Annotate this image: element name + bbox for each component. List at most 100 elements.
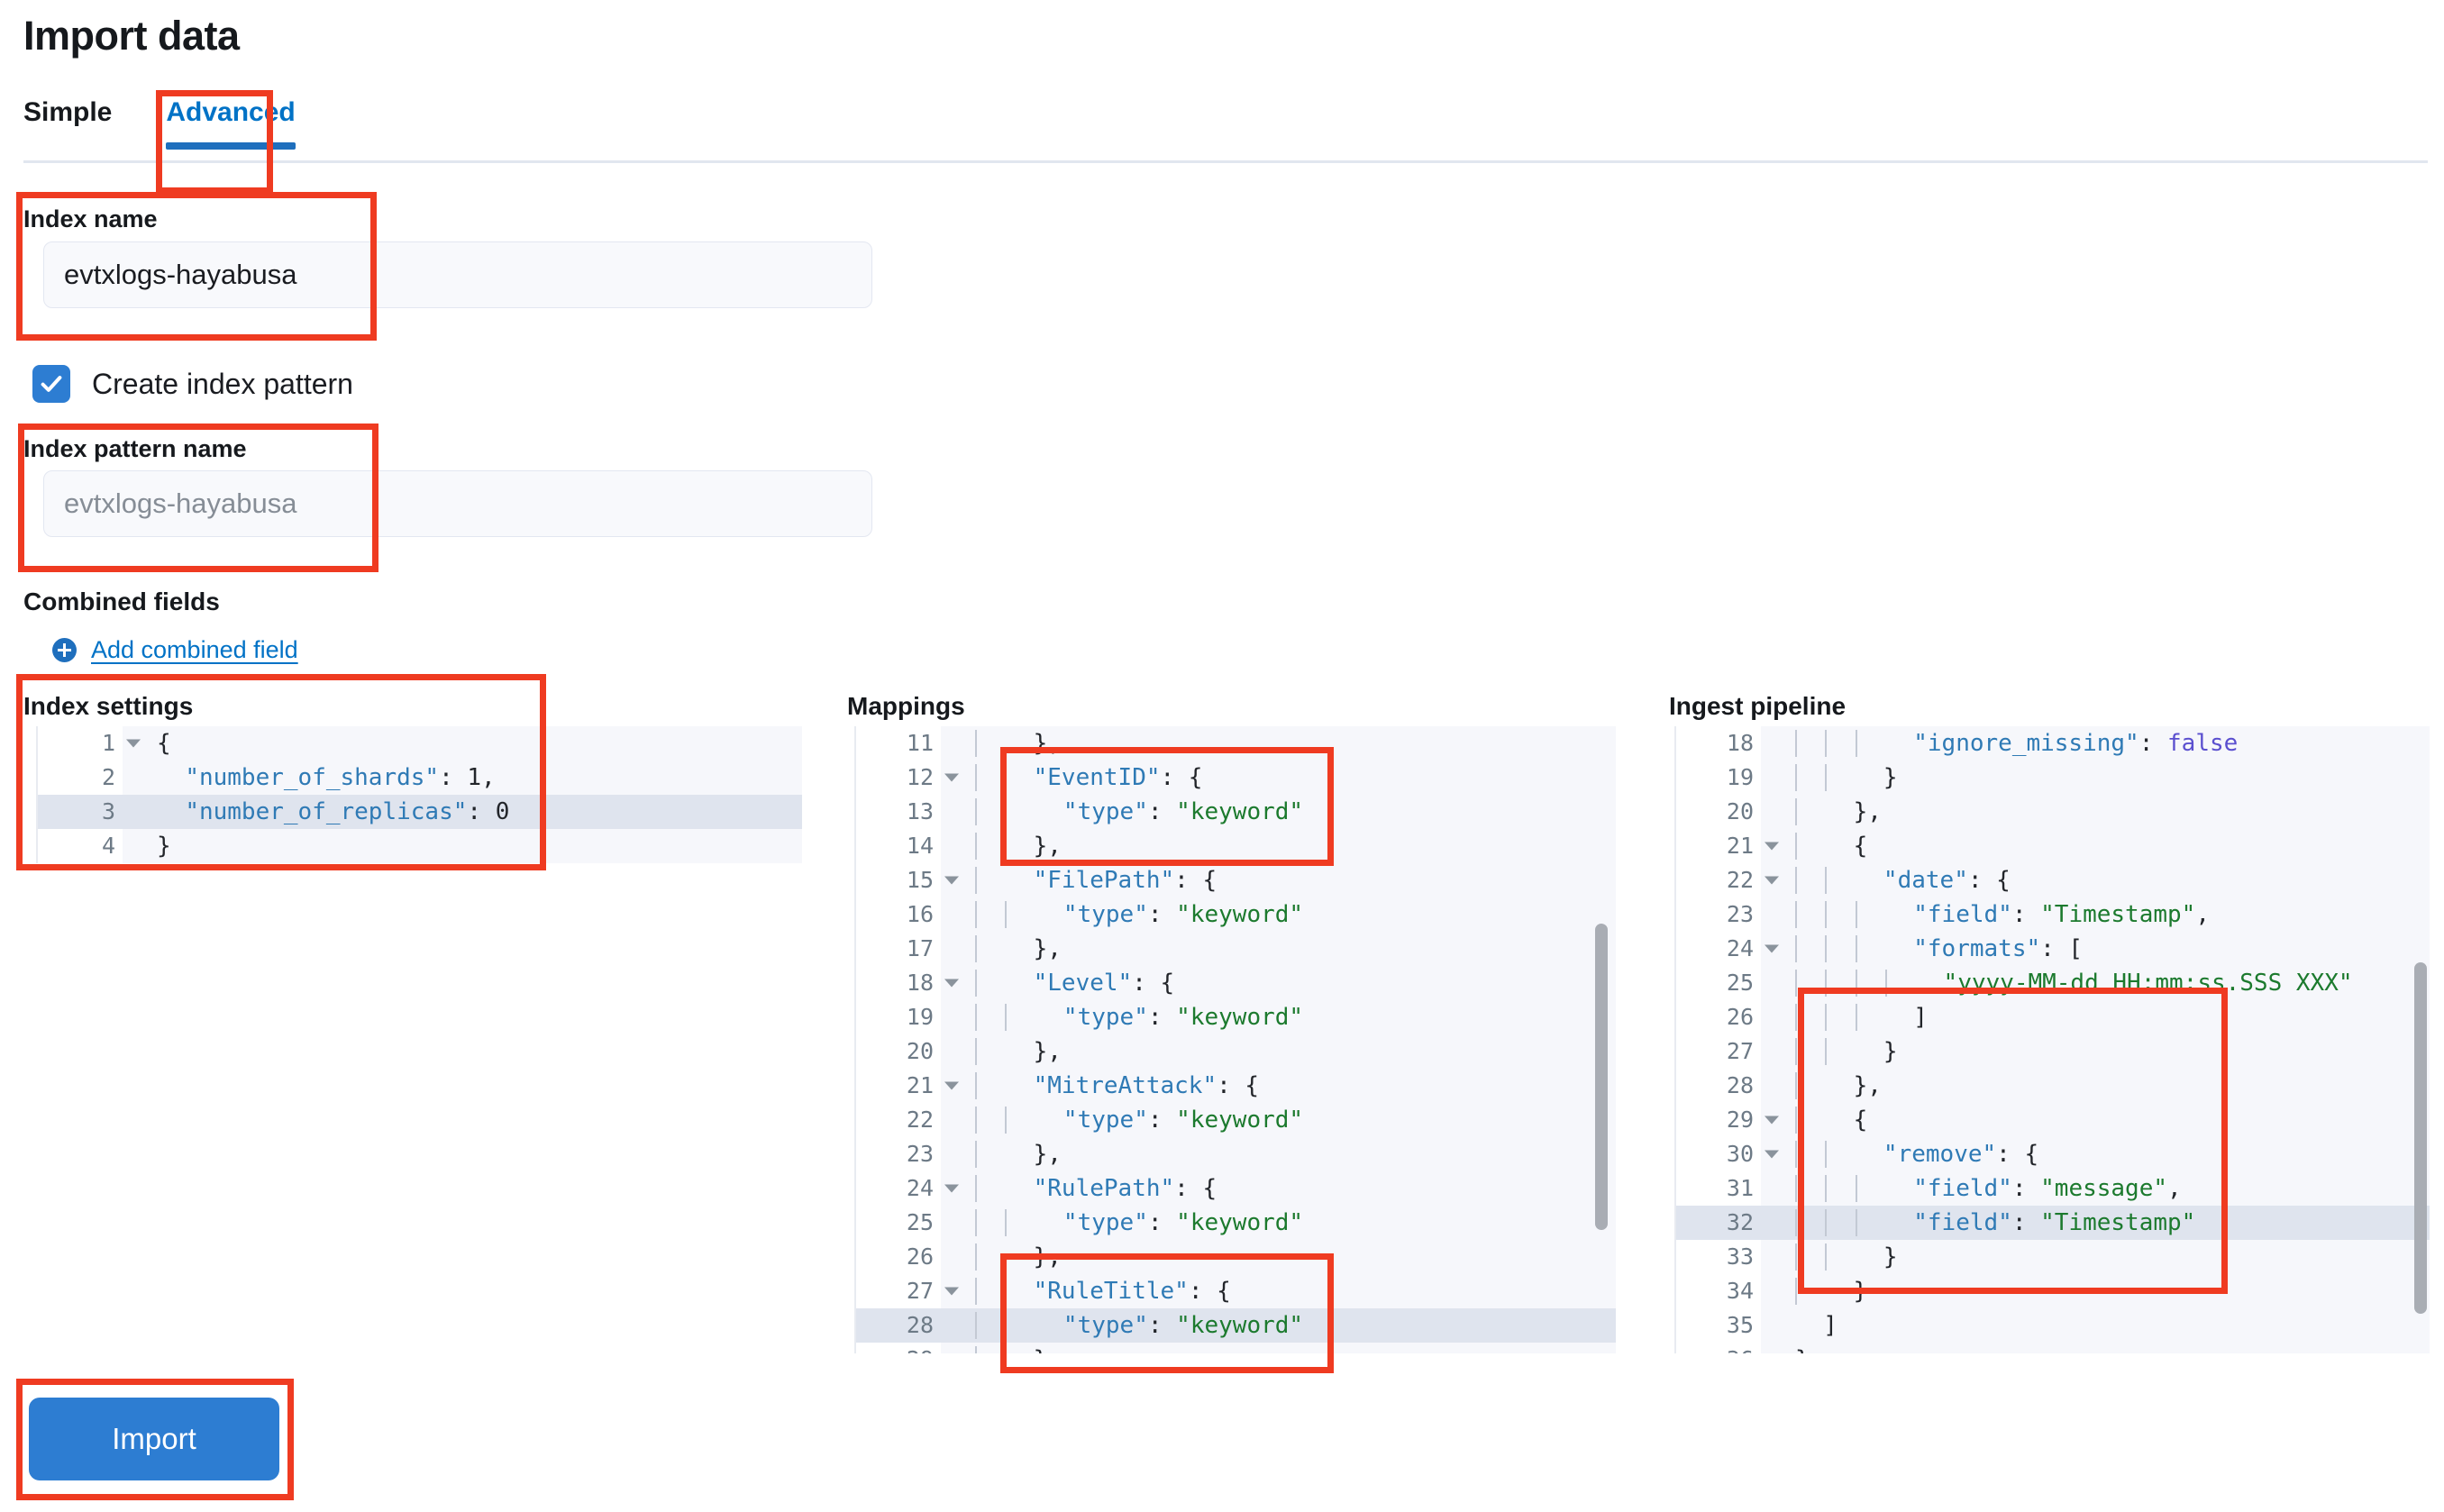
mappings-editor[interactable]: 11 },12 "EventID": {13 "type": "keyword"…	[854, 726, 1616, 1353]
fold-triangle-icon[interactable]	[944, 1081, 959, 1090]
indent-guide	[975, 1209, 977, 1236]
mappings-scrollbar[interactable]	[1595, 924, 1608, 1230]
code-token: "ignore_missing"	[1884, 730, 2139, 757]
code-area[interactable]: 1{2 "number_of_shards": 1,3 "number_of_r…	[36, 726, 802, 1325]
code-text: "type": "keyword"	[941, 1000, 1616, 1034]
check-icon	[41, 376, 62, 392]
code-line[interactable]: 20 },	[1674, 795, 2430, 829]
line-number: 18	[1674, 726, 1761, 761]
code-line[interactable]: 36}	[1674, 1343, 2430, 1353]
index-settings-editor[interactable]: 1{2 "number_of_shards": 1,3 "number_of_r…	[36, 726, 802, 1325]
indent-guide	[1825, 764, 1828, 791]
line-number: 21	[1674, 829, 1779, 863]
code-text: "date": {	[1761, 863, 2430, 897]
indent-guide	[975, 1072, 977, 1099]
code-line[interactable]: 11 },	[854, 726, 1616, 761]
code-token: },	[1005, 833, 1062, 860]
code-line[interactable]: 32 "field": "Timestamp"	[1674, 1206, 2430, 1240]
code-line[interactable]: 23 },	[854, 1137, 1616, 1171]
fold-triangle-icon[interactable]	[1765, 842, 1779, 851]
code-text: },	[941, 829, 1616, 863]
code-line[interactable]: 21 {	[1674, 829, 2430, 863]
code-line[interactable]: 22 "type": "keyword"	[854, 1103, 1616, 1137]
code-line[interactable]: 13 "type": "keyword"	[854, 795, 1616, 829]
indent-guide	[975, 1107, 977, 1134]
code-line[interactable]: 4}	[36, 829, 802, 863]
index-pattern-name-input[interactable]: evtxlogs-hayabusa	[43, 470, 872, 537]
code-line[interactable]: 1{	[36, 726, 802, 761]
fold-triangle-icon[interactable]	[126, 739, 141, 748]
indent-guide	[1855, 935, 1857, 962]
create-index-pattern-row[interactable]: Create index pattern	[32, 365, 353, 403]
indent-guide	[1795, 1175, 1797, 1202]
fold-triangle-icon[interactable]	[944, 979, 959, 988]
fold-triangle-icon[interactable]	[944, 876, 959, 885]
code-line[interactable]: 2 "number_of_shards": 1,	[36, 761, 802, 795]
code-line[interactable]: 33 }	[1674, 1240, 2430, 1274]
indent-guide	[1795, 1004, 1797, 1031]
fold-triangle-icon[interactable]	[944, 773, 959, 782]
code-line[interactable]: 15 "FilePath": {	[854, 863, 1616, 897]
code-line[interactable]: 26 },	[854, 1240, 1616, 1274]
code-token: 0	[495, 798, 510, 825]
code-line[interactable]: 12 "EventID": {	[854, 761, 1616, 795]
code-token: "number_of_replicas"	[185, 798, 468, 825]
add-combined-field-button[interactable]: Add combined field	[52, 636, 298, 664]
code-line[interactable]: 29 {	[1674, 1103, 2430, 1137]
code-text: {	[1761, 829, 2430, 863]
code-line[interactable]: 22 "date": {	[1674, 863, 2430, 897]
indent-guide	[1825, 970, 1828, 997]
tab-divider	[23, 160, 2428, 163]
fold-triangle-icon[interactable]	[1765, 1116, 1779, 1125]
code-line[interactable]: 14 },	[854, 829, 1616, 863]
fold-triangle-icon[interactable]	[1765, 876, 1779, 885]
code-line[interactable]: 18 "ignore_missing": false	[1674, 726, 2430, 761]
code-token: },	[1005, 1243, 1062, 1271]
line-number: 11	[854, 726, 941, 761]
code-line[interactable]: 21 "MitreAttack": {	[854, 1069, 1616, 1103]
code-text: {	[123, 726, 802, 761]
code-line[interactable]: 30 "remove": {	[1674, 1137, 2430, 1171]
code-line[interactable]: 25 "yyyy-MM-dd HH:mm:ss.SSS XXX"	[1674, 966, 2430, 1000]
import-button[interactable]: Import	[29, 1398, 279, 1480]
tab-simple[interactable]: Simple	[23, 97, 113, 127]
code-area[interactable]: 11 },12 "EventID": {13 "type": "keyword"…	[854, 726, 1616, 1353]
code-line[interactable]: 16 "type": "keyword"	[854, 897, 1616, 932]
fold-triangle-icon[interactable]	[1765, 944, 1779, 953]
fold-triangle-icon[interactable]	[944, 1287, 959, 1296]
index-name-input[interactable]: evtxlogs-hayabusa	[43, 241, 872, 308]
code-line[interactable]: 28 },	[1674, 1069, 2430, 1103]
code-line[interactable]: 28 "type": "keyword"	[854, 1308, 1616, 1343]
code-line[interactable]: 26 ]	[1674, 1000, 2430, 1034]
code-line[interactable]: 27 }	[1674, 1034, 2430, 1069]
line-number: 13	[854, 795, 941, 829]
ingest-pipeline-scrollbar[interactable]	[2414, 962, 2427, 1314]
code-line[interactable]: 25 "type": "keyword"	[854, 1206, 1616, 1240]
tab-advanced[interactable]: Advanced	[137, 99, 318, 150]
code-line[interactable]: 19 "type": "keyword"	[854, 1000, 1616, 1034]
code-line[interactable]: 24 "formats": [	[1674, 932, 2430, 966]
code-line[interactable]: 17 },	[854, 932, 1616, 966]
code-token: false	[2167, 730, 2239, 757]
code-line[interactable]: 23 "field": "Timestamp",	[1674, 897, 2430, 932]
code-token: ]	[1795, 1312, 1838, 1339]
fold-triangle-icon[interactable]	[1765, 1150, 1779, 1159]
code-token: "field"	[1884, 1209, 2012, 1236]
code-line[interactable]: 20 },	[854, 1034, 1616, 1069]
code-line[interactable]: 35 ]	[1674, 1308, 2430, 1343]
indent-guide	[1825, 1141, 1828, 1168]
code-line[interactable]: 34 }	[1674, 1274, 2430, 1308]
code-line[interactable]: 19 }	[1674, 761, 2430, 795]
code-line[interactable]: 3 "number_of_replicas": 0	[36, 795, 802, 829]
code-line[interactable]: 27 "RuleTitle": {	[854, 1274, 1616, 1308]
code-line[interactable]: 31 "field": "message",	[1674, 1171, 2430, 1206]
code-line[interactable]: 29 },	[854, 1343, 1616, 1353]
combined-fields-label: Combined fields	[23, 587, 220, 615]
create-index-pattern-checkbox[interactable]	[32, 365, 70, 403]
code-line[interactable]: 18 "Level": {	[854, 966, 1616, 1000]
fold-triangle-icon[interactable]	[944, 1184, 959, 1193]
code-line[interactable]: 24 "RulePath": {	[854, 1171, 1616, 1206]
indent-guide	[1795, 1107, 1797, 1134]
